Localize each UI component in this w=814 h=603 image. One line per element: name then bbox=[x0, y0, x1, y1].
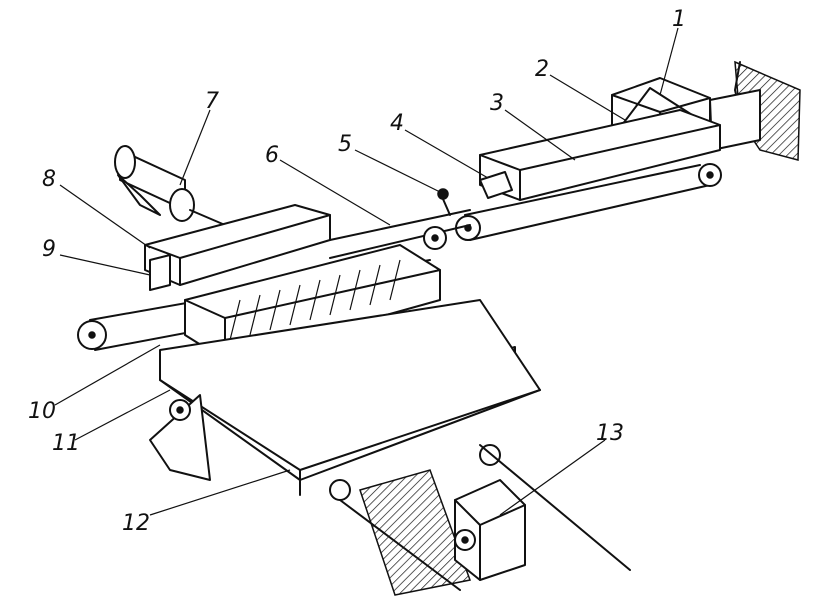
label-2: 2 bbox=[535, 57, 549, 82]
bracket-support bbox=[149, 394, 211, 481]
upper-conveyor bbox=[455, 109, 722, 241]
label-5: 5 bbox=[338, 132, 352, 157]
label-4: 4 bbox=[390, 111, 404, 136]
label-7: 7 bbox=[205, 89, 219, 114]
table-platform bbox=[159, 299, 541, 501]
leader-lines bbox=[54, 27, 679, 516]
label-3: 3 bbox=[490, 91, 504, 116]
label-13: 13 bbox=[596, 421, 624, 446]
label-12: 12 bbox=[122, 511, 150, 536]
middle-conveyor bbox=[329, 209, 471, 259]
label-1: 1 bbox=[672, 7, 686, 32]
pneumatic-cylinder bbox=[114, 145, 226, 226]
callout-labels: 1 2 3 4 5 6 7 8 9 10 11 12 13 bbox=[28, 7, 686, 536]
label-10: 10 bbox=[28, 399, 56, 424]
drive-rails bbox=[339, 444, 631, 596]
drive-motor bbox=[454, 479, 526, 581]
gripper-head bbox=[184, 244, 441, 361]
label-11: 11 bbox=[52, 431, 80, 456]
pusher-assembly bbox=[144, 204, 331, 291]
label-6: 6 bbox=[265, 143, 279, 168]
label-9: 9 bbox=[42, 237, 56, 262]
label-8: 8 bbox=[42, 167, 56, 192]
sensor bbox=[437, 188, 451, 216]
